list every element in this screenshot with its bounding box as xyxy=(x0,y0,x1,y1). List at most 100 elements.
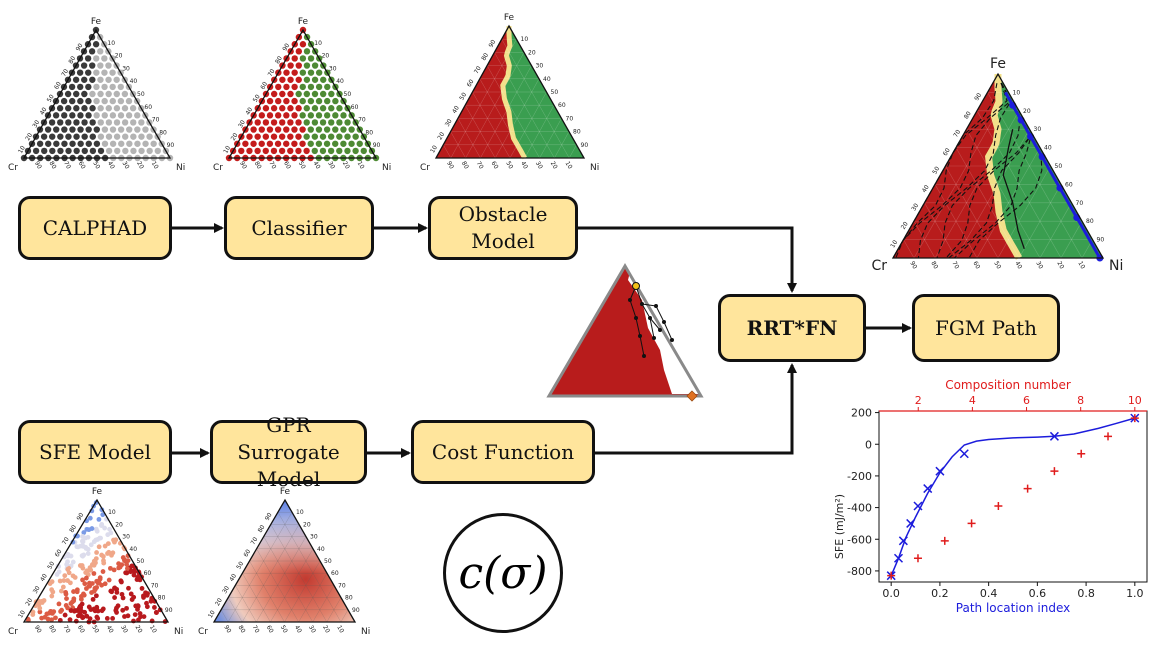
tick-label: 50 xyxy=(279,624,289,634)
sfe-sample-point xyxy=(70,573,76,579)
composition-point xyxy=(101,112,108,119)
composition-point xyxy=(129,105,137,112)
tick-label: 50 xyxy=(91,160,101,170)
composition-point xyxy=(287,133,294,140)
ternary-grid-line xyxy=(227,512,293,623)
composition-point xyxy=(287,147,294,155)
tick-label: 80 xyxy=(345,595,353,602)
composition-point xyxy=(61,112,68,119)
composition-point xyxy=(134,140,141,147)
sfe-sample-point xyxy=(116,565,122,571)
composition-point xyxy=(254,147,261,155)
sfe-sample-point xyxy=(101,560,107,566)
rrt-node xyxy=(670,338,674,342)
composition-point xyxy=(109,112,117,119)
composition-point xyxy=(81,147,88,155)
sfe-contour xyxy=(892,83,1008,259)
composition-point xyxy=(303,48,311,55)
composition-point xyxy=(262,147,269,155)
ternary-frame xyxy=(212,498,357,623)
ternary-grid-line xyxy=(1060,221,1083,259)
composition-point xyxy=(81,133,88,140)
sfe-sample-point xyxy=(56,569,62,575)
composition-point xyxy=(315,126,323,133)
composition-point xyxy=(266,97,274,105)
vertex-label-fe: Fe xyxy=(298,17,309,27)
composition-point xyxy=(73,90,80,98)
tick-label: 70 xyxy=(60,68,70,78)
cost-symbol-circle: c(σ) xyxy=(443,513,563,633)
tick-label: 90 xyxy=(445,160,455,170)
composition-point xyxy=(117,97,125,105)
rrt-label: RRT*FN xyxy=(746,315,838,340)
composition-point xyxy=(283,83,290,91)
classifier-box: Classifier xyxy=(224,196,374,260)
composition-point xyxy=(97,133,105,140)
composition-point xyxy=(150,140,157,147)
ternary-grid-line xyxy=(494,52,555,159)
composition-point xyxy=(113,119,121,126)
tick-label: 60 xyxy=(242,548,252,558)
tick-label: 50 xyxy=(137,558,145,565)
x-tick-label: 0.8 xyxy=(1077,587,1095,600)
composition-point xyxy=(287,90,294,98)
sfe-sample-point xyxy=(83,545,89,551)
ternary-grid-line xyxy=(976,147,1041,259)
composition-point xyxy=(130,147,137,155)
sfe-sample-point xyxy=(79,538,85,544)
sfe-sample-point xyxy=(37,605,43,611)
tick-label: 60 xyxy=(351,104,359,111)
path-location-marker xyxy=(959,449,969,459)
tick-label: 50 xyxy=(90,624,100,634)
composition-point xyxy=(45,140,52,147)
tick-label: 40 xyxy=(519,160,529,170)
tick-label: 70 xyxy=(267,160,277,170)
tick-label: 10 xyxy=(1013,89,1021,96)
composition-point xyxy=(121,119,129,126)
composition-point xyxy=(323,112,331,119)
composition-point xyxy=(295,147,302,155)
composition-point xyxy=(89,105,96,112)
composition-point xyxy=(275,97,282,105)
composition-point xyxy=(266,112,274,119)
composition-point xyxy=(311,90,319,98)
ternary-grid-line xyxy=(227,597,243,623)
tick-label: 50 xyxy=(46,560,56,570)
sfe-sample-point xyxy=(125,613,131,619)
composition-point xyxy=(113,133,121,140)
tick-label: 80 xyxy=(963,110,973,120)
ternary-grid-line xyxy=(966,129,1041,259)
sfe-sample-point xyxy=(125,558,131,563)
x2-tick-label: 4 xyxy=(969,394,976,407)
tick-label: 60 xyxy=(466,78,476,88)
rrt-node xyxy=(640,302,644,306)
composition-point xyxy=(93,55,100,62)
composition-point xyxy=(352,133,359,140)
composition-point xyxy=(48,119,56,126)
tick-label: 20 xyxy=(900,221,910,231)
composition-point xyxy=(32,147,40,155)
sfe-sample-point xyxy=(124,566,130,571)
tick-label: 80 xyxy=(48,160,58,170)
composition-point xyxy=(121,90,129,98)
sfe-sample-point xyxy=(81,530,87,535)
y-tick-label: -800 xyxy=(847,565,872,578)
x-tick-label: 0.2 xyxy=(931,587,949,600)
composition-point xyxy=(97,76,104,83)
tick-label: 20 xyxy=(341,160,351,170)
sfe-sample-point xyxy=(61,578,67,583)
tick-label: 20 xyxy=(135,160,145,170)
composition-point xyxy=(44,126,52,133)
ternary-grid-line xyxy=(277,512,342,623)
rrt-node xyxy=(658,328,662,332)
composition-point xyxy=(89,133,96,140)
composition-point xyxy=(295,119,302,126)
composition-point xyxy=(122,147,129,155)
tick-label: 30 xyxy=(444,118,454,128)
gpr-label-line2: Model xyxy=(256,466,321,491)
sfe-sample-point xyxy=(95,616,101,621)
sfe-sample-point xyxy=(123,570,129,576)
composition-point xyxy=(336,105,343,112)
composition-point xyxy=(287,119,294,126)
